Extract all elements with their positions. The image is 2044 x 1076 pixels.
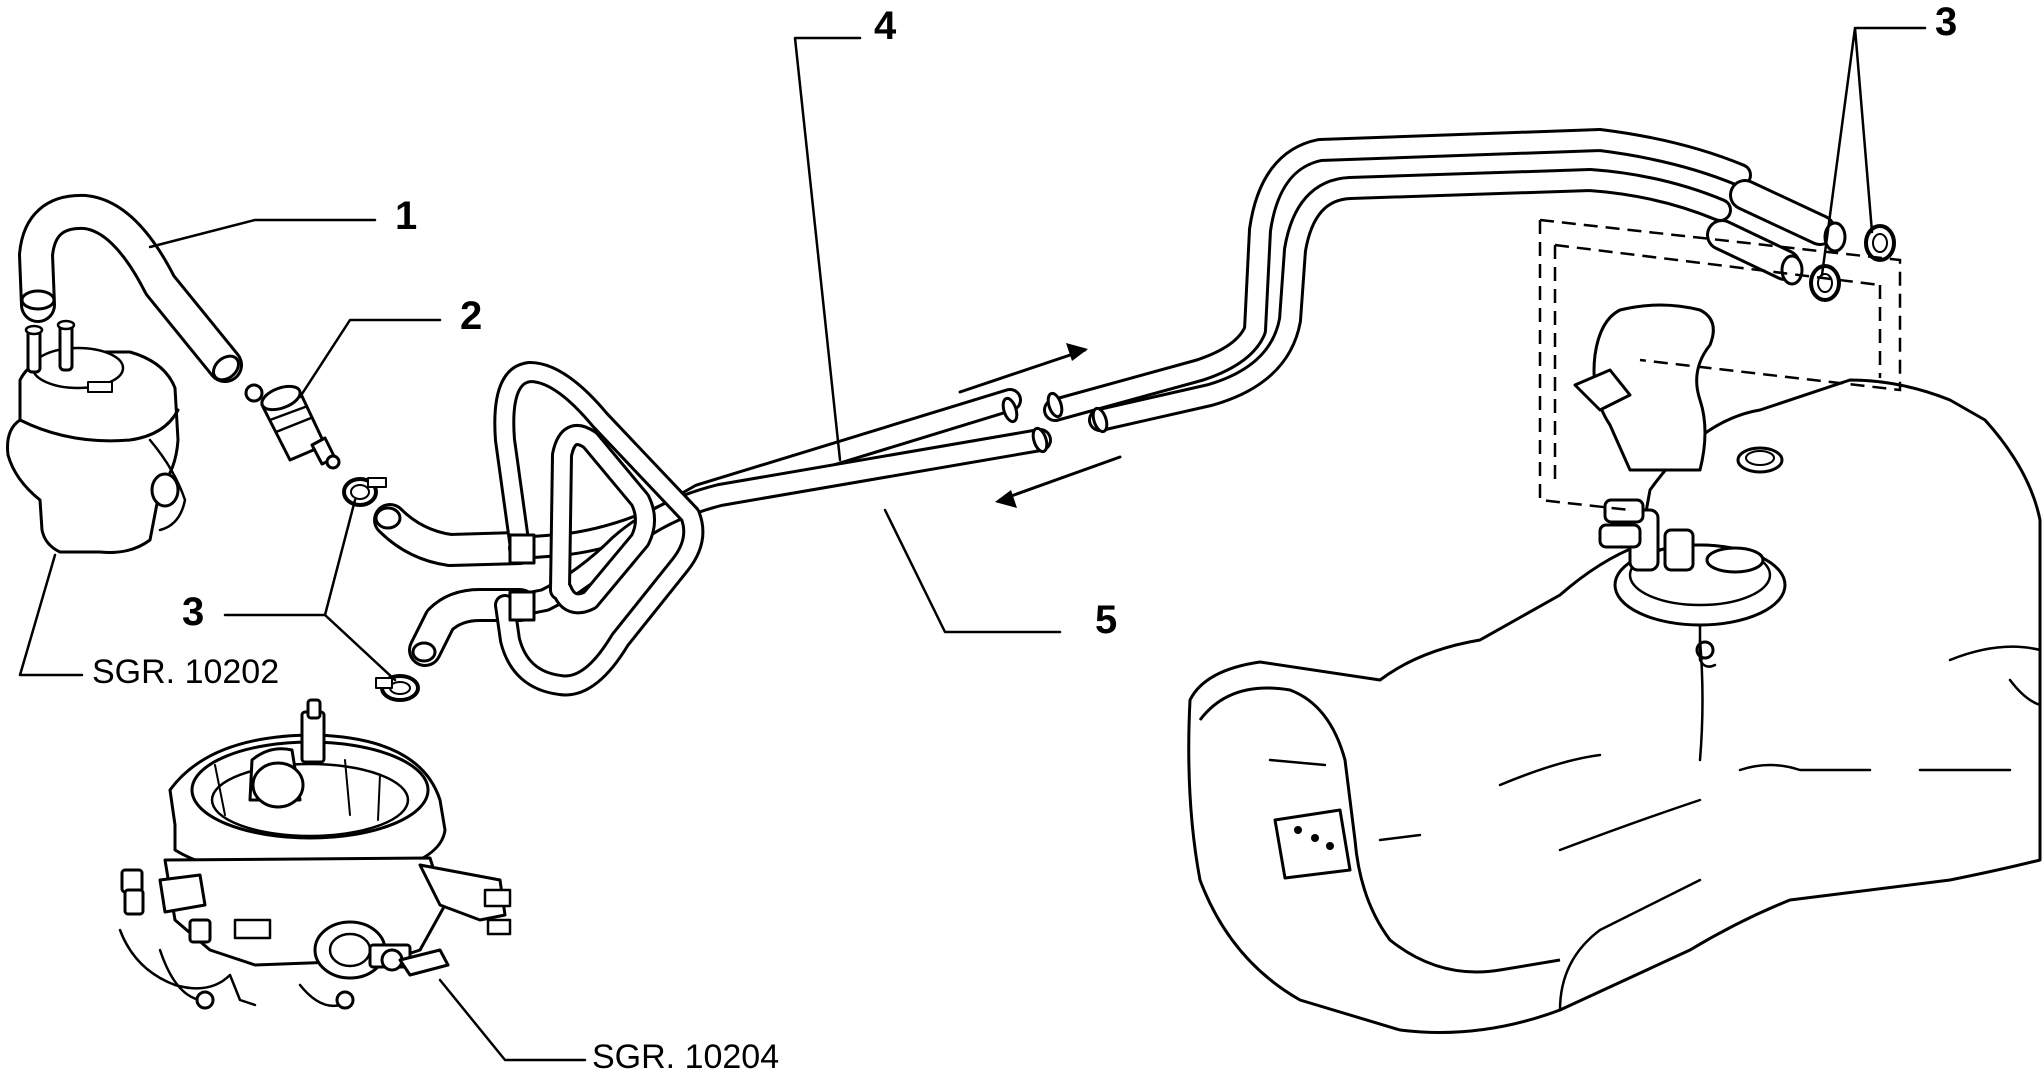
leader-part-4 <box>793 36 862 462</box>
hose-clamp-3-right-a <box>1864 224 1896 262</box>
flow-arrow-return <box>995 455 1122 508</box>
leader-lines <box>18 26 1927 1062</box>
fuel-pipe-4 <box>508 128 1752 560</box>
leader-part-3-right <box>1820 26 1927 277</box>
part-number-3-left: 3 <box>182 590 205 634</box>
hose-clamp-3-right-b <box>1809 264 1841 302</box>
part-number-1: 1 <box>395 194 418 238</box>
part-number-2: 2 <box>460 294 483 338</box>
leader-part-3-lower <box>323 613 397 682</box>
leader-ref-pump <box>18 553 84 677</box>
leader-part-1 <box>148 218 377 249</box>
pipe-gap-ends <box>1001 391 1109 454</box>
leader-part-2 <box>298 318 442 399</box>
leader-ref-injection <box>438 978 587 1062</box>
flow-arrow-forward <box>958 343 1088 394</box>
part-number-5: 5 <box>1095 598 1118 642</box>
leader-part-3-upper <box>223 498 357 617</box>
tank-hose-ends <box>1706 179 1847 286</box>
leader-part-5 <box>883 508 1062 634</box>
fuel-filter-2 <box>244 383 341 470</box>
injection-unit <box>118 698 512 1010</box>
fuel-pump <box>6 319 187 554</box>
fuel-pipe-loops <box>493 361 705 697</box>
connector-hoses <box>373 503 537 667</box>
reference-sgr-10204: SGR. 10204 <box>592 1038 780 1076</box>
hose-clamp-3-upper <box>342 477 387 507</box>
dashed-guide-frame <box>1538 218 1902 512</box>
fuel-hose-1 <box>18 193 243 383</box>
reference-sgr-10202: SGR. 10202 <box>92 653 280 691</box>
part-number-3-right: 3 <box>1935 0 1958 44</box>
fuel-tank <box>1187 303 2042 1034</box>
hose-clamp-3-lower <box>375 674 420 702</box>
part-number-4: 4 <box>874 4 897 48</box>
